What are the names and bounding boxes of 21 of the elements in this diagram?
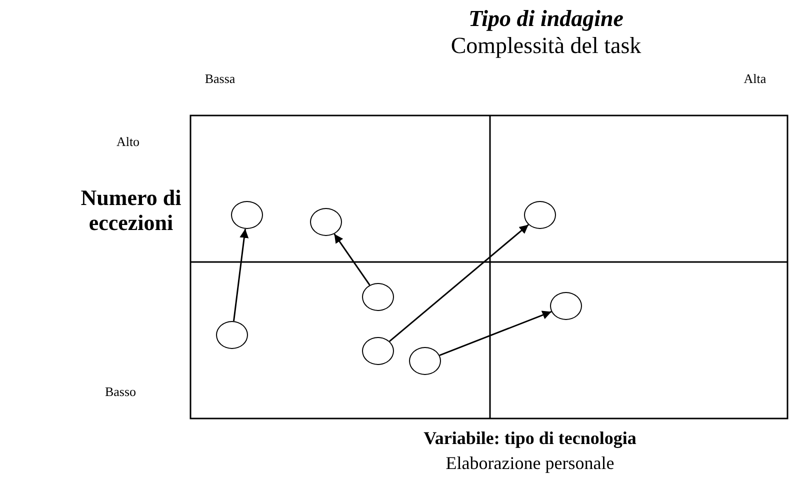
arrow <box>334 234 370 286</box>
axis-label: Basso <box>104 385 138 400</box>
arrow <box>233 228 249 322</box>
arrow <box>389 224 529 342</box>
axis-label: Elaborazione personale <box>444 453 616 474</box>
circle <box>362 337 394 365</box>
axis-label: Alto <box>115 135 141 150</box>
circle <box>362 283 394 311</box>
axis-label: Variabile: tipo di tecnologia <box>422 428 638 449</box>
axis-label: Complessità del task <box>450 33 642 60</box>
circle <box>231 201 263 229</box>
circle <box>216 321 248 349</box>
axis-label: Alta <box>742 72 768 87</box>
axis-label: Bassa <box>204 72 236 87</box>
circle <box>550 292 582 320</box>
circle <box>310 208 342 236</box>
circle <box>409 347 441 375</box>
title: Tipo di indagine <box>467 6 625 32</box>
circle <box>524 201 556 229</box>
arrow <box>439 310 552 356</box>
axis-label: Numero di eccezioni <box>80 185 182 236</box>
